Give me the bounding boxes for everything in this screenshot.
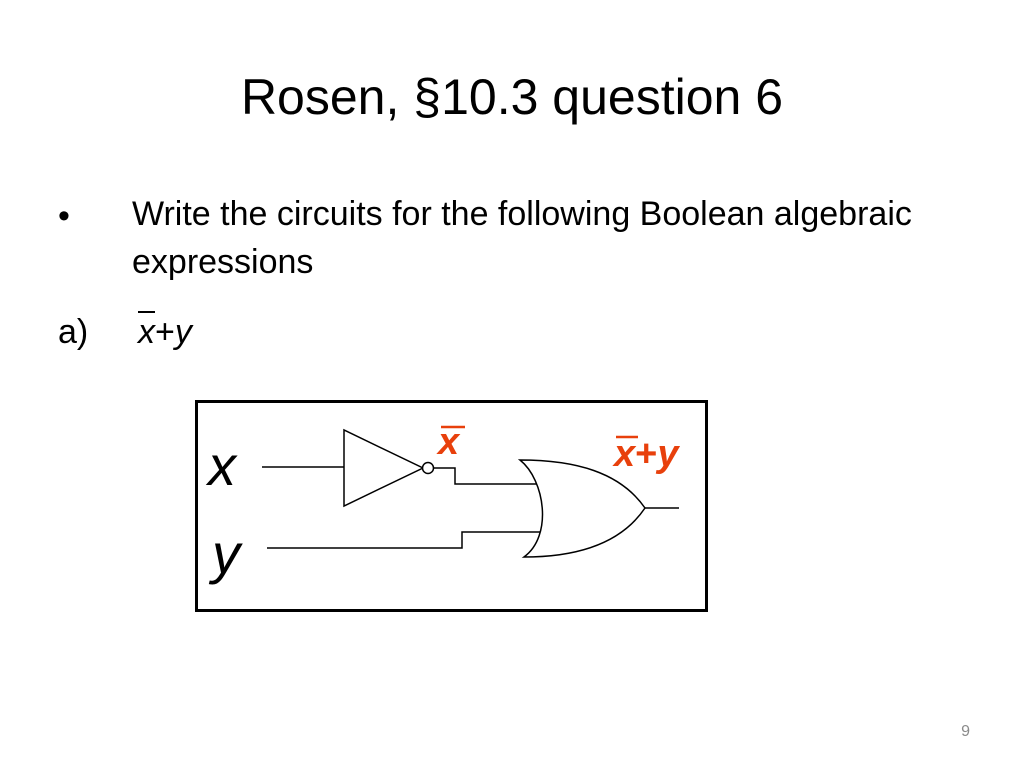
or-output-operator: +	[635, 433, 658, 475]
input-y-label: y	[212, 522, 240, 585]
expr-operator: +	[155, 313, 175, 351]
not-gate	[343, 428, 425, 508]
inversion-bubble	[421, 461, 435, 475]
item-label: a)	[58, 313, 89, 351]
bullet-text: Write the circuits for the following Boo…	[132, 195, 912, 281]
circuit-frame	[195, 400, 708, 612]
slide-title: Rosen, §10.3 question 6	[240, 69, 784, 125]
circuit-diagram	[262, 425, 679, 558]
bullet-marker: •	[58, 197, 70, 235]
not-gate-output-label: x	[438, 421, 460, 463]
or-gate	[517, 459, 646, 558]
expr-var-x-negated: x	[138, 313, 155, 351]
wire-not-to-or	[434, 467, 540, 485]
expr-var-y: y	[174, 313, 192, 351]
input-x-label: x	[208, 434, 236, 497]
or-gate-output-label: x+y	[614, 432, 678, 476]
or-output-var-x: x	[614, 433, 636, 475]
item-expression: x+y	[138, 308, 192, 356]
page-number: 9	[961, 723, 970, 740]
wire-y-input	[267, 531, 540, 549]
or-output-var-y: y	[657, 433, 679, 475]
